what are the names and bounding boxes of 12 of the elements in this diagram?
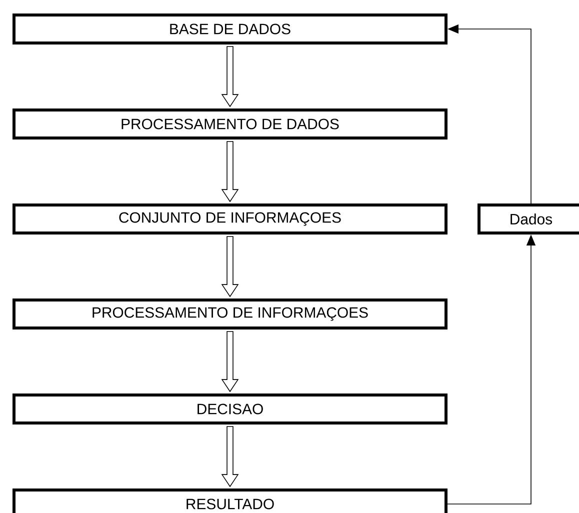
block-arrow [221,331,239,392]
process-box: Dados [478,204,579,234]
process-box: PROCESSAMENTO DE DADOS [12,108,448,140]
block-arrow [221,236,239,298]
process-box: CONJUNTO DE INFORMAÇOES [12,204,448,234]
process-box: RESULTADO [12,488,448,513]
block-arrow [221,426,239,488]
block-arrow [221,141,239,202]
block-arrow [221,46,239,108]
process-box: DECISAO [12,394,448,424]
process-box: PROCESSAMENTO DE INFORMAÇOES [12,298,448,330]
process-box: BASE DE DADOS [12,14,448,44]
